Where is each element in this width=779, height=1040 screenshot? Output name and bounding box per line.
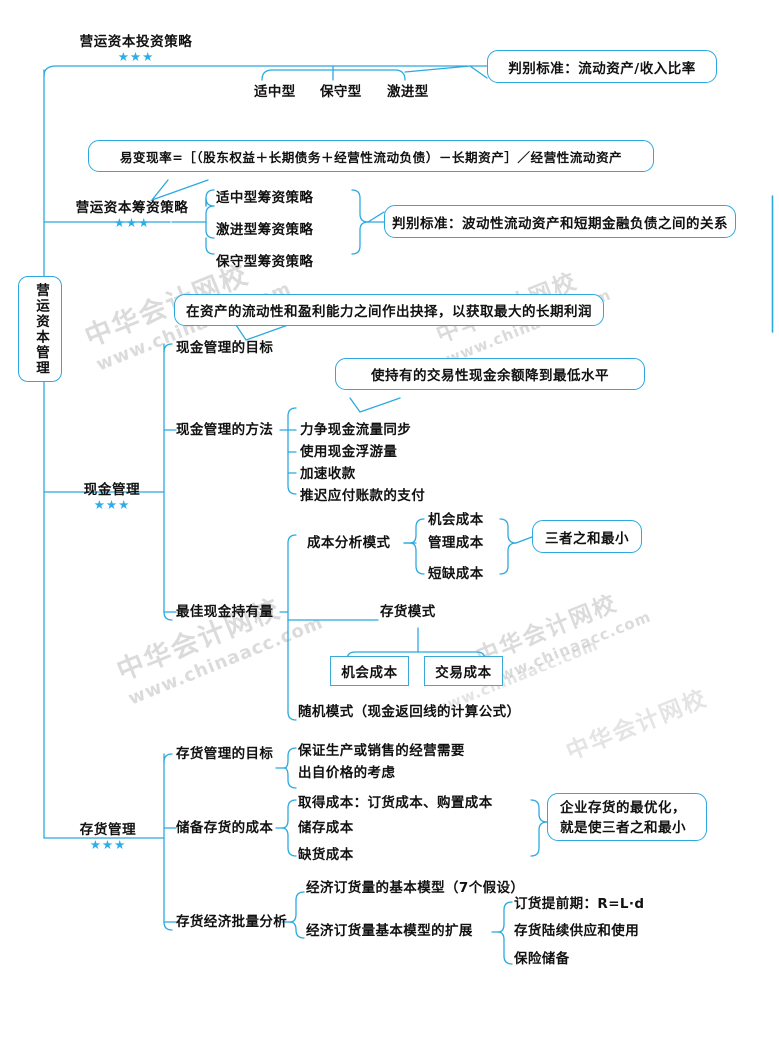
branch-inventory-management[interactable]: 存货管理 ★★★ xyxy=(58,818,158,851)
callout-financing-criteria-label: 判别标准：波动性流动资产和短期金融负债之间的关系 xyxy=(392,215,728,232)
callout-investment-criteria[interactable]: 判别标准：流动资产/收入比率 xyxy=(487,50,717,83)
inventory-model[interactable]: 存货模式 xyxy=(380,604,436,622)
callout-investment-criteria-label: 判别标准：流动资产/收入比率 xyxy=(508,60,696,77)
inventory-holding-cost-item-3[interactable]: 缺货成本 xyxy=(298,847,354,865)
inventory-goal-item-2-label: 出自价格的考虑 xyxy=(298,765,396,781)
branch-financing-strategy-label: 营运资本筹资策略 xyxy=(75,200,189,216)
cash-goal[interactable]: 现金管理的目标 xyxy=(176,340,273,358)
cash-method-2[interactable]: 使用现金浮游量 xyxy=(300,444,397,462)
cash-method-2-label: 使用现金浮游量 xyxy=(300,444,398,460)
investment-type-3-label: 激进型 xyxy=(387,84,429,100)
optimal-cash-holding-label: 最佳现金持有量 xyxy=(176,604,274,620)
branch-cash-management[interactable]: 现金管理 ★★★ xyxy=(62,478,162,511)
cost-analysis-mode-label: 成本分析模式 xyxy=(307,535,391,551)
inventory-goal[interactable]: 存货管理的目标 xyxy=(176,746,273,764)
inventory-holding-cost-item-3-label: 缺货成本 xyxy=(298,847,354,863)
callout-cash-goal-tradeoff[interactable]: 在资产的流动性和盈利能力之间作出抉择，以获取最大的长期利润 xyxy=(174,294,604,326)
callout-three-costs-minimum-label: 三者之和最小 xyxy=(545,530,629,547)
financing-item-1-label: 适中型筹资策略 xyxy=(216,190,314,206)
cash-method-3[interactable]: 加速收款 xyxy=(300,466,356,484)
cash-method-1[interactable]: 力争现金流量同步 xyxy=(300,422,411,440)
cash-method-4-label: 推迟应付账款的支付 xyxy=(300,488,426,504)
financing-item-2-label: 激进型筹资策略 xyxy=(216,222,314,238)
cost-analysis-item-2[interactable]: 管理成本 xyxy=(428,535,484,553)
investment-type-1-label: 适中型 xyxy=(254,84,296,100)
cash-method-1-label: 力争现金流量同步 xyxy=(300,422,412,438)
cash-methods[interactable]: 现金管理的方法 xyxy=(176,422,273,440)
cost-analysis-item-3-label: 短缺成本 xyxy=(428,566,484,582)
investment-type-1[interactable]: 适中型 xyxy=(254,84,296,102)
rating-stars: ★★★ xyxy=(117,49,155,64)
financing-item-1[interactable]: 适中型筹资策略 xyxy=(216,190,313,208)
eoq-extension-2[interactable]: 存货陆续供应和使用 xyxy=(514,923,639,941)
cost-analysis-item-1-label: 机会成本 xyxy=(428,512,484,528)
cash-goal-label: 现金管理的目标 xyxy=(176,340,274,356)
eoq-extension-2-label: 存货陆续供应和使用 xyxy=(514,923,640,939)
cost-analysis-item-3[interactable]: 短缺成本 xyxy=(428,566,484,584)
financing-item-3[interactable]: 保守型筹资策略 xyxy=(216,254,313,272)
branch-cash-management-label: 现金管理 xyxy=(83,482,141,498)
cost-analysis-item-1[interactable]: 机会成本 xyxy=(428,512,484,530)
inventory-holding-cost-label: 储备存货的成本 xyxy=(176,820,274,836)
callout-liquidity-formula-label: 易变现率=［（股东权益＋长期债务＋经营性流动负债）－长期资产］／经营性流动资产 xyxy=(119,149,623,165)
branch-investment-strategy-label: 营运资本投资策略 xyxy=(79,34,193,50)
cash-methods-label: 现金管理的方法 xyxy=(176,422,274,438)
callout-three-costs-minimum[interactable]: 三者之和最小 xyxy=(532,520,642,553)
callout-inventory-optimization[interactable]: 企业存货的最优化， 就是使三者之和最小 xyxy=(547,793,707,841)
inventory-goal-label: 存货管理的目标 xyxy=(176,746,274,762)
callout-financing-criteria[interactable]: 判别标准：波动性流动资产和短期金融负债之间的关系 xyxy=(384,205,736,238)
cost-analysis-mode[interactable]: 成本分析模式 xyxy=(307,535,390,553)
inventory-holding-cost[interactable]: 储备存货的成本 xyxy=(176,820,273,838)
eoq-item-1[interactable]: 经济订货量的基本模型（7个假设） xyxy=(306,880,524,898)
branch-financing-strategy[interactable]: 营运资本筹资策略 ★★★ xyxy=(62,196,202,229)
callout-liquidity-formula[interactable]: 易变现率=［（股东权益＋长期债务＋经营性流动负债）－长期资产］／经营性流动资产 xyxy=(88,140,654,172)
rating-stars: ★★★ xyxy=(89,837,127,852)
cash-method-4[interactable]: 推迟应付账款的支付 xyxy=(300,488,425,506)
eoq-extension-3[interactable]: 保险储备 xyxy=(514,951,570,969)
inventory-goal-item-1-label: 保证生产或销售的经营需要 xyxy=(298,743,465,759)
eoq-analysis[interactable]: 存货经济批量分析 xyxy=(176,914,287,932)
investment-type-2-label: 保守型 xyxy=(320,84,362,100)
eoq-extension-1[interactable]: 订货提前期：R=L·d xyxy=(514,896,645,914)
root-node[interactable]: 营运资本管理 xyxy=(18,276,62,382)
root-node-label: 营运资本管理 xyxy=(32,282,49,376)
rating-stars: ★★★ xyxy=(113,215,151,230)
inventory-holding-cost-item-1[interactable]: 取得成本：订货成本、购置成本 xyxy=(298,795,493,813)
rating-stars: ★★★ xyxy=(93,497,131,512)
callout-inventory-optimization-line1: 企业存货的最优化， xyxy=(560,800,686,816)
eoq-extension-1-label: 订货提前期：R=L·d xyxy=(514,896,645,912)
callout-cash-goal-minimize-label: 使持有的交易性现金余额降到最低水平 xyxy=(371,368,609,384)
inventory-model-box-1-label: 机会成本 xyxy=(341,665,398,681)
inventory-model-box-2-label: 交易成本 xyxy=(435,665,492,681)
financing-item-2[interactable]: 激进型筹资策略 xyxy=(216,222,313,240)
stochastic-model[interactable]: 随机模式（现金返回线的计算公式） xyxy=(298,704,520,722)
branch-investment-strategy[interactable]: 营运资本投资策略 ★★★ xyxy=(66,30,206,63)
inventory-model-label: 存货模式 xyxy=(380,604,436,620)
inventory-goal-item-2[interactable]: 出自价格的考虑 xyxy=(298,765,395,783)
cost-analysis-item-2-label: 管理成本 xyxy=(428,535,484,551)
stochastic-model-label: 随机模式（现金返回线的计算公式） xyxy=(298,704,521,720)
financing-item-3-label: 保守型筹资策略 xyxy=(216,254,314,270)
inventory-holding-cost-item-2[interactable]: 储存成本 xyxy=(298,820,354,838)
inventory-model-box-1[interactable]: 机会成本 xyxy=(330,656,409,686)
eoq-item-1-label: 经济订货量的基本模型（7个假设） xyxy=(306,880,525,896)
inventory-goal-item-1[interactable]: 保证生产或销售的经营需要 xyxy=(298,743,465,761)
callout-inventory-optimization-line2: 就是使三者之和最小 xyxy=(560,819,686,836)
investment-type-2[interactable]: 保守型 xyxy=(320,84,362,102)
branch-inventory-management-label: 存货管理 xyxy=(79,822,137,838)
eoq-item-2[interactable]: 经济订货量基本模型的扩展 xyxy=(306,923,473,941)
callout-cash-goal-minimize[interactable]: 使持有的交易性现金余额降到最低水平 xyxy=(335,358,645,390)
inventory-holding-cost-item-2-label: 储存成本 xyxy=(298,820,354,836)
eoq-analysis-label: 存货经济批量分析 xyxy=(176,914,288,930)
cash-method-3-label: 加速收款 xyxy=(300,466,356,482)
optimal-cash-holding[interactable]: 最佳现金持有量 xyxy=(176,604,273,622)
callout-cash-goal-tradeoff-label: 在资产的流动性和盈利能力之间作出抉择，以获取最大的长期利润 xyxy=(186,304,592,320)
eoq-extension-3-label: 保险储备 xyxy=(514,951,570,967)
inventory-model-box-2[interactable]: 交易成本 xyxy=(424,656,503,686)
investment-type-3[interactable]: 激进型 xyxy=(387,84,429,102)
inventory-holding-cost-item-1-label: 取得成本：订货成本、购置成本 xyxy=(298,795,493,811)
eoq-item-2-label: 经济订货量基本模型的扩展 xyxy=(306,923,473,939)
